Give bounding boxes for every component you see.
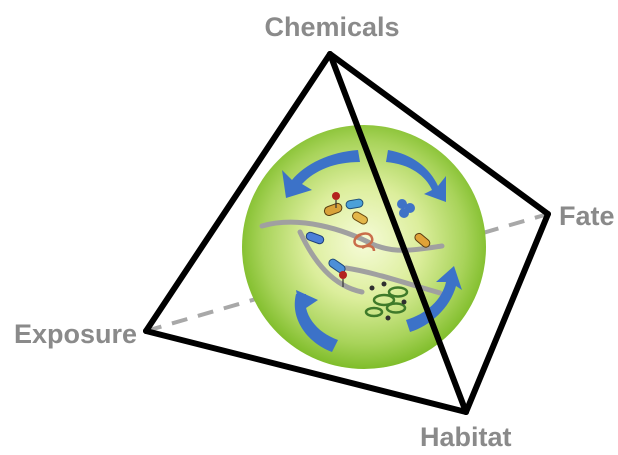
edge-chemicals-exposure [143, 51, 333, 334]
label-habitat: Habitat [420, 422, 512, 452]
edge-chemicals-fate [327, 51, 551, 217]
tetrahedron-edges [143, 51, 551, 415]
microbe-cluster-icon [305, 192, 431, 321]
sediment-stream-icon [259, 219, 445, 296]
label-exposure: Exposure [14, 319, 137, 349]
edge-chemicals-habitat [327, 51, 469, 415]
label-chemicals: Chemicals [264, 12, 399, 42]
edge-fate-habitat [463, 211, 551, 415]
label-fate: Fate [559, 201, 615, 231]
edge-exposure-habitat [143, 328, 469, 415]
circulation-arrow-icon [282, 150, 462, 352]
hidden-edge-exposure-fate [145, 212, 549, 333]
